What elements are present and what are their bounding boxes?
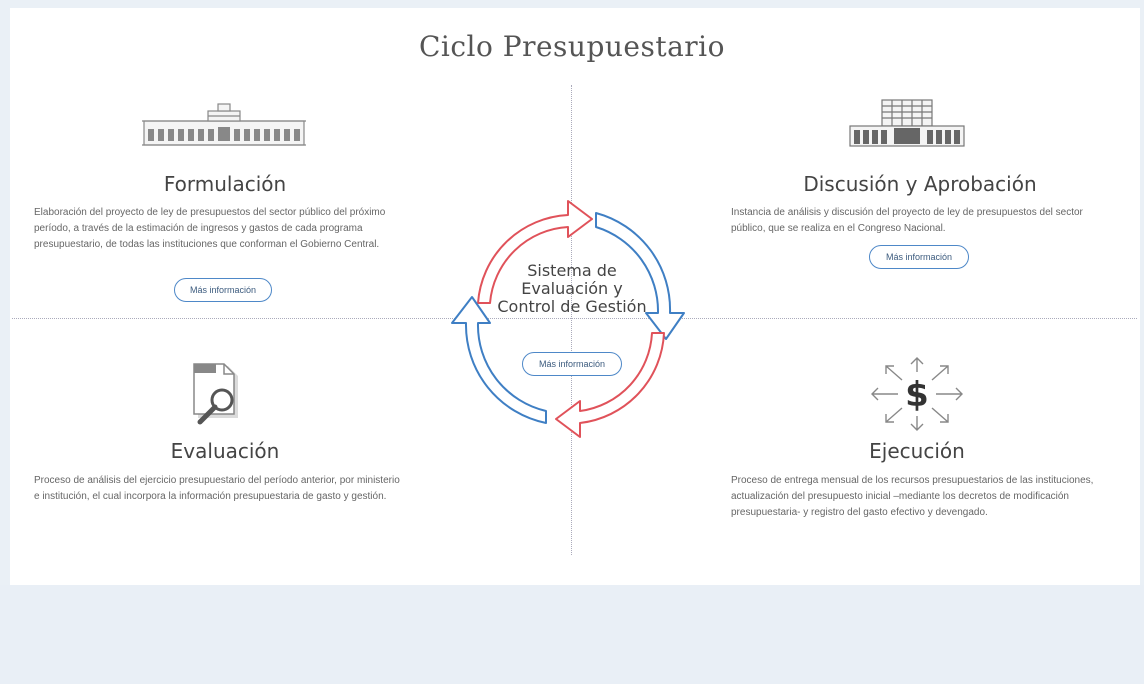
document-magnifier-icon [193, 363, 238, 425]
page-title: Ciclo Presupuestario [418, 30, 725, 63]
formulacion-heading: Formulación [163, 172, 287, 196]
blue-arrow-right [595, 212, 685, 340]
ejecucion-heading: Ejecución [869, 439, 965, 463]
congress-building-icon [849, 99, 965, 147]
red-arrow-top [477, 200, 593, 304]
discusion-more-info-button[interactable]: Más información [869, 245, 969, 269]
ejecucion-description: Proceso de entrega mensual de los recurs… [731, 475, 1094, 518]
evaluacion-description: Proceso de análisis del ejercicio presup… [34, 475, 400, 502]
vertical-divider [571, 85, 572, 555]
horizontal-divider [12, 318, 1137, 319]
cycle-arrows-diagram [451, 200, 685, 438]
evaluacion-heading: Evaluación [170, 439, 280, 463]
page-background-lower [0, 585, 1144, 684]
dollar-arrows-icon: $ [871, 357, 963, 431]
discusion-heading: Discusión y Aprobación [803, 172, 1037, 196]
center-more-info-button[interactable]: Más información [522, 352, 622, 376]
blue-arrow-left [451, 296, 547, 424]
formulacion-more-info-button[interactable]: Más información [174, 278, 272, 302]
formulacion-description: Elaboración del proyecto de ley de presu… [34, 207, 386, 250]
government-building-icon [142, 103, 306, 146]
center-title: Sistema de Evaluación y Control de Gesti… [497, 261, 647, 316]
svg-text:$: $ [905, 375, 929, 415]
discusion-description: Instancia de análisis y discusión del pr… [731, 207, 1083, 234]
red-arrow-bottom [555, 332, 665, 438]
